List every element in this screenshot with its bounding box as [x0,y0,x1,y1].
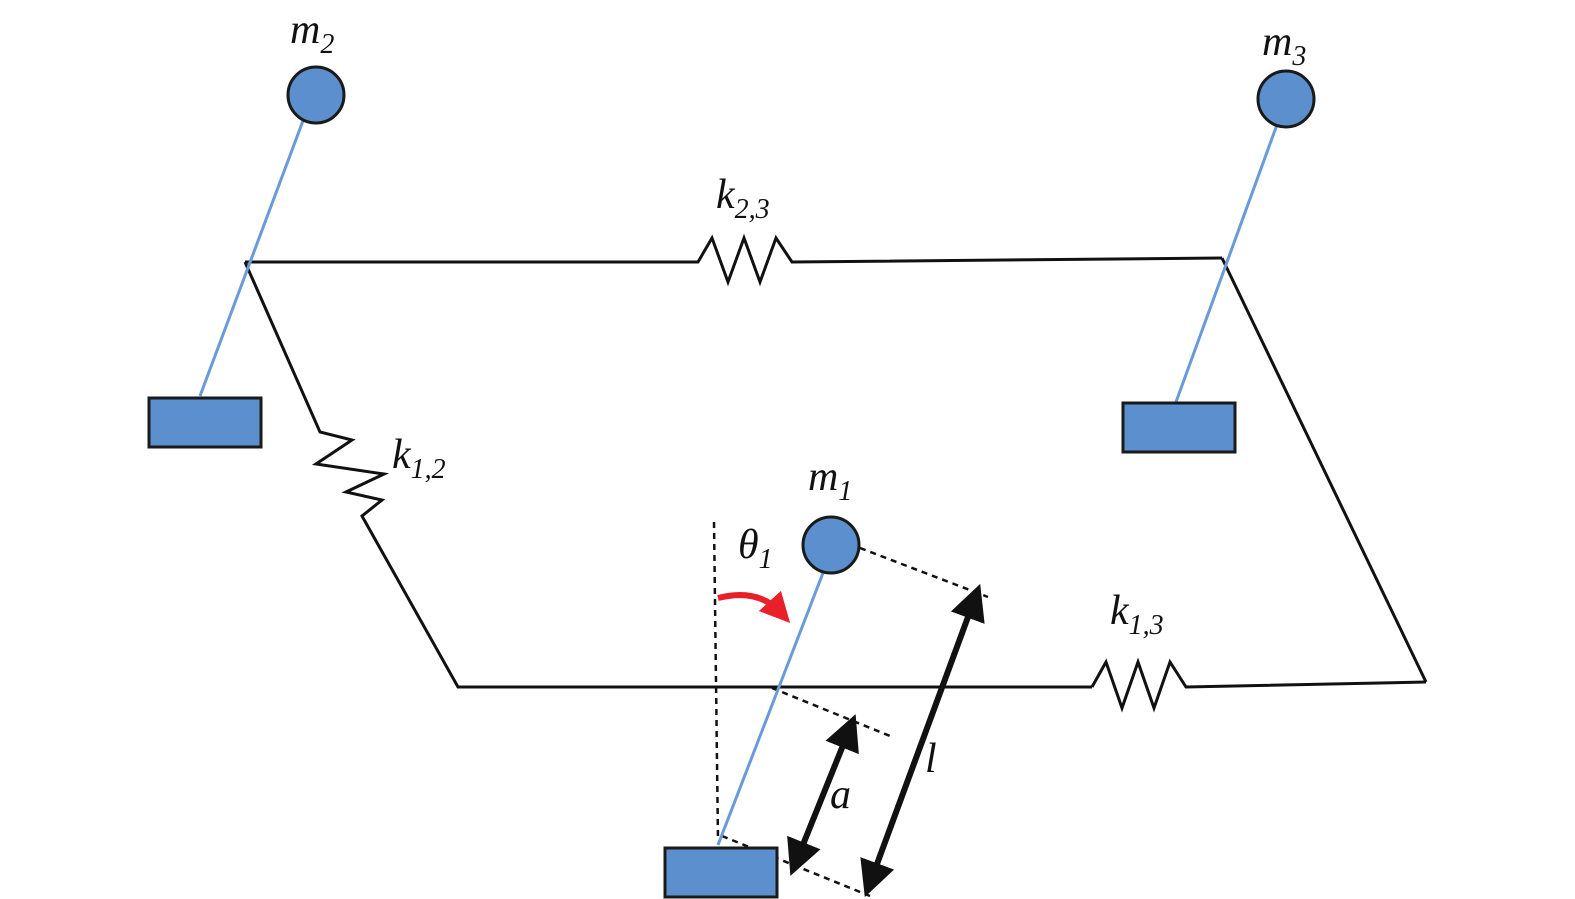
right-link [1220,257,1428,683]
vertical-reference-line [712,521,720,841]
label-l: l [925,736,937,782]
base-1 [663,846,779,899]
spring-network [243,233,1428,713]
spring-k13 [1090,657,1427,713]
pendulum-1 [663,515,989,899]
rotation-arrow [717,590,791,624]
distance-a-arrow [787,714,859,876]
rod-3 [1174,99,1288,403]
label-a: a [830,772,851,818]
label-k12: k1,2 [392,432,446,485]
mass-m3 [1256,69,1316,129]
mass-m1 [801,515,861,575]
label-m2: m2 [290,7,334,60]
spring-k23 [245,233,1223,287]
label-theta1: θ1 [738,522,773,575]
pendulum-3 [1121,69,1316,454]
mass-m2 [286,65,346,125]
rod-2 [198,93,315,397]
label-k23: k2,3 [716,172,770,225]
pendulum-2 [147,65,346,449]
spring-k12 [243,261,1092,689]
rod-1 [716,546,835,846]
label-k13: k1,3 [1110,588,1164,641]
base-3 [1121,401,1237,454]
label-m3: m3 [1262,19,1306,72]
label-m1: m1 [808,454,852,507]
length-extension-top [859,546,989,599]
length-l-arrow [860,583,985,898]
base-2 [147,396,263,449]
spring-point-extension [771,686,891,738]
